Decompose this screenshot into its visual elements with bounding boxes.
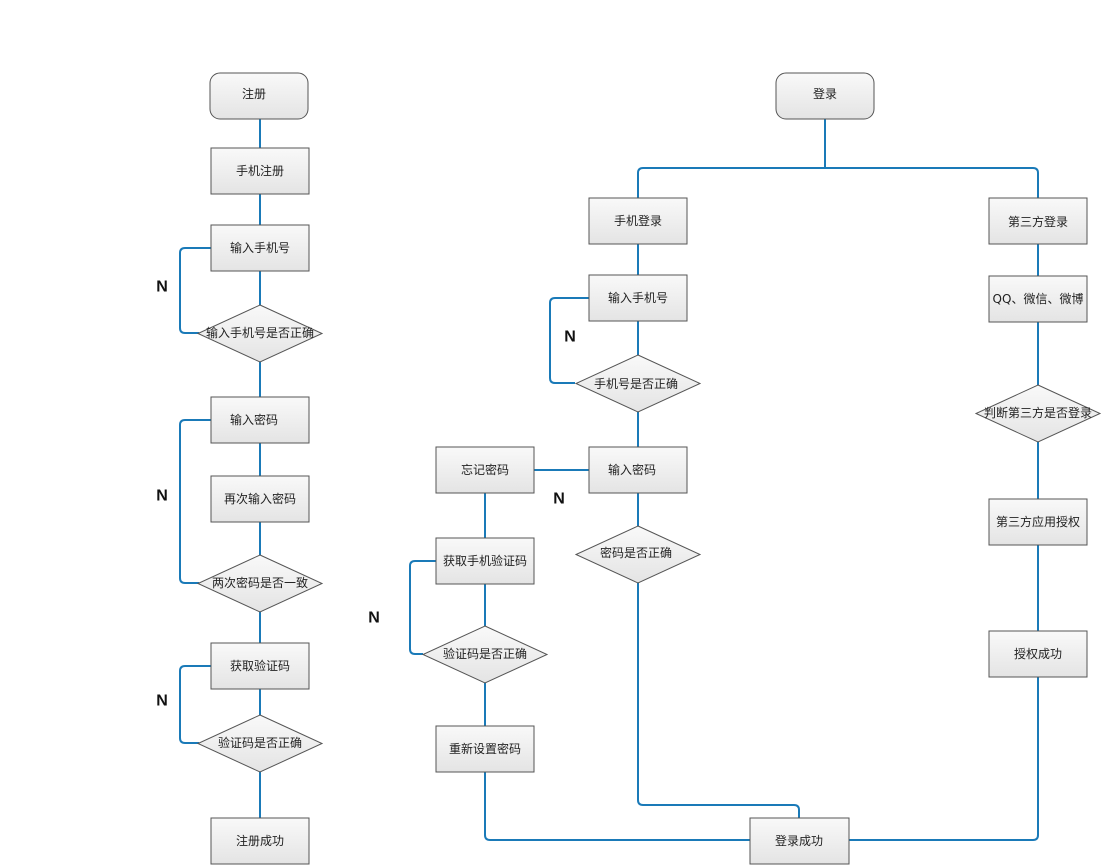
label-check-phone: 输入手机号是否正确 (206, 325, 314, 340)
label-start-login: 登录 (813, 86, 837, 101)
label-start-register: 注册 (242, 86, 266, 101)
box-login-success (749, 817, 850, 865)
connector (637, 167, 1039, 198)
label-register-success: 注册成功 (236, 833, 284, 848)
label-third-options: QQ、微信、微博 (993, 291, 1084, 306)
nodes (196, 72, 1102, 865)
label-login-input-phone: 输入手机号 (608, 290, 668, 305)
no-label: N (156, 488, 168, 505)
box-get-phone-code (435, 537, 535, 585)
label-check-match: 两次密码是否一致 (212, 575, 308, 590)
label-reinput-password: 再次输入密码 (224, 491, 296, 506)
start-register (209, 72, 309, 120)
decision-check-password (574, 525, 702, 584)
box-login-input-phone (588, 274, 688, 322)
label-login-check-code: 验证码是否正确 (443, 646, 527, 661)
box-third-auth (988, 498, 1088, 546)
decision-login-check-code (421, 625, 549, 684)
decision-check-match (196, 554, 324, 613)
box-third-login (988, 197, 1088, 245)
label-get-code: 获取验证码 (230, 658, 290, 673)
label-third-login: 第三方登录 (1008, 214, 1068, 229)
box-forgot-password (435, 446, 535, 494)
box-auth-success (988, 630, 1088, 678)
no-loop (179, 419, 211, 584)
box-input-password (210, 396, 310, 444)
decision-login-check-phone (574, 354, 702, 413)
label-login-check-phone: 手机号是否正确 (594, 377, 678, 391)
connector (484, 772, 750, 841)
label-check-third: 判断第三方是否登录 (984, 405, 1092, 420)
label-reset-password: 重新设置密码 (449, 741, 521, 756)
box-reinput-password (210, 475, 310, 523)
box-get-code (210, 642, 310, 690)
box-register-success (210, 817, 310, 865)
connectors (179, 119, 1039, 841)
no-label: N (553, 491, 565, 508)
box-phone-login (588, 197, 688, 245)
decision-check-third (974, 384, 1102, 443)
label-phone-login: 手机登录 (614, 213, 662, 228)
start-login (775, 72, 875, 120)
no-label: N (564, 329, 576, 346)
label-get-phone-code: 获取手机验证码 (443, 553, 527, 568)
label-login-success: 登录成功 (775, 833, 823, 848)
no-loop (179, 665, 211, 744)
box-login-input-password (588, 446, 688, 494)
connector (637, 583, 800, 818)
no-label: N (156, 693, 168, 710)
connector (849, 677, 1039, 841)
label-third-auth: 第三方应用授权 (996, 514, 1080, 529)
no-loop (409, 560, 436, 655)
no-loop (179, 247, 211, 334)
box-reset-password (435, 725, 535, 773)
box-input-phone (210, 224, 310, 272)
label-check-code: 验证码是否正确 (218, 735, 302, 750)
labels: 注册 手机注册 输入手机号 输入手机号是否正确 输入密码 再次输入密码 两次密码… (156, 86, 1092, 848)
no-label: N (156, 279, 168, 296)
label-phone-register: 手机注册 (236, 163, 284, 178)
decision-check-code (196, 714, 324, 773)
label-forgot-password: 忘记密码 (461, 462, 509, 477)
label-login-input-password: 输入密码 (608, 462, 656, 477)
label-input-password: 输入密码 (230, 412, 278, 427)
label-check-password: 密码是否正确 (600, 545, 672, 560)
label-auth-success: 授权成功 (1014, 646, 1062, 661)
box-phone-register (210, 147, 310, 195)
box-third-options (988, 275, 1088, 323)
label-input-phone: 输入手机号 (230, 240, 290, 255)
no-label: N (368, 610, 380, 627)
decision-check-phone (196, 304, 324, 363)
no-loop (549, 297, 589, 384)
